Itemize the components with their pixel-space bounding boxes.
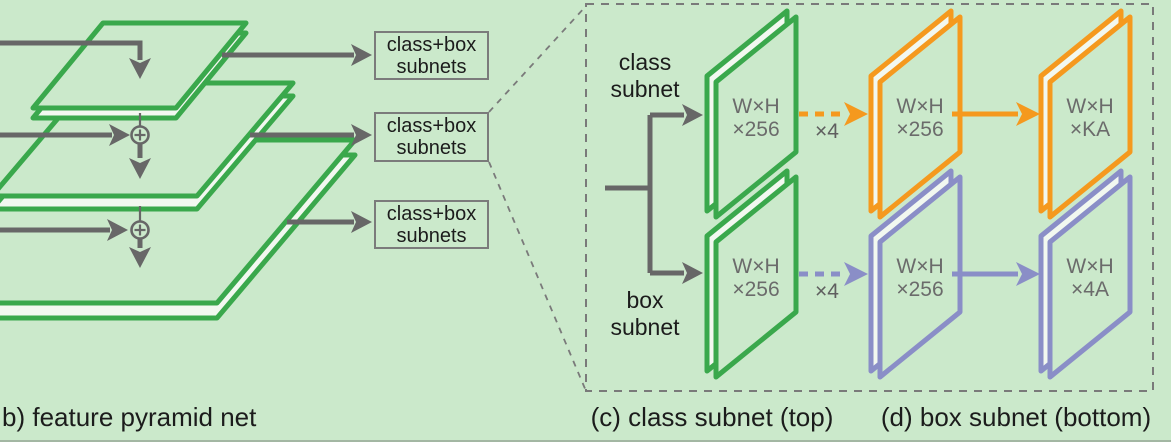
class-conv-feature-line2: ×256 bbox=[732, 118, 780, 141]
subnet-box-2-line1: class+box bbox=[386, 115, 477, 137]
box-conv-feature-label: W×H ×256 bbox=[696, 255, 816, 301]
box-conv-sheet bbox=[704, 168, 799, 380]
box-conv-sheet-face bbox=[713, 174, 799, 380]
subnet-box-3-line1: class+box bbox=[386, 202, 477, 225]
subnet-box-1-line1: class+box bbox=[386, 33, 477, 56]
class-conv-sheet bbox=[704, 8, 799, 220]
box-mid-sheet-face bbox=[877, 174, 963, 380]
box-arrow-3-head bbox=[351, 211, 372, 233]
class-repeat-label: ×4 bbox=[815, 120, 839, 143]
box-mid-feature-line2: ×256 bbox=[896, 278, 944, 301]
box-out-sheet-face bbox=[1047, 174, 1133, 380]
box-conv-feature-line1: W×H bbox=[732, 255, 780, 278]
class-mid-feature-line2: ×256 bbox=[896, 118, 944, 141]
class-mid-feature-line1: W×H bbox=[896, 95, 944, 118]
bracket-bottom-head bbox=[682, 262, 703, 284]
zoom-connector-bottom bbox=[488, 161, 587, 392]
zoom-connector-top bbox=[488, 5, 587, 113]
slab-to-box-arrows bbox=[222, 44, 372, 233]
zoom-connectors bbox=[488, 3, 1154, 392]
box-conv-feature-line2: ×256 bbox=[732, 278, 780, 301]
class-conv-feature-label: W×H ×256 bbox=[696, 95, 816, 141]
topdown-arrow-1 bbox=[0, 40, 151, 79]
class-conv-sheet-face bbox=[713, 14, 799, 220]
caption-class-subnet: (c) class subnet (top) bbox=[590, 402, 834, 432]
topdown-arrow-1-line bbox=[0, 40, 143, 60]
box-repeat-arrow-head bbox=[844, 262, 868, 286]
class-out-sheet-face bbox=[1047, 14, 1133, 220]
box-mid-feature-line1: W×H bbox=[896, 255, 944, 278]
class-repeat-arrow-head bbox=[844, 102, 868, 126]
class-mid-sheet bbox=[868, 8, 963, 220]
caption-feature-pyramid: b) feature pyramid net bbox=[2, 402, 257, 432]
merge-2-down-head bbox=[129, 247, 151, 268]
subnet-box-3-line2: subnets bbox=[396, 224, 467, 247]
class-subnet-label-line2: subnet bbox=[610, 76, 680, 102]
subnet-box-1: class+box subnets bbox=[374, 31, 489, 80]
class-out-feature-label: W×H ×KA bbox=[1030, 95, 1150, 141]
class-subnet-label-line1: class bbox=[618, 49, 672, 75]
box-arrow-1-head bbox=[351, 44, 372, 66]
class-row-arrows bbox=[799, 102, 1040, 126]
subnet-box-3: class+box subnets bbox=[374, 200, 489, 249]
box-out-feature-line2: ×4A bbox=[1071, 278, 1109, 301]
image-bottom-edge bbox=[0, 440, 1171, 442]
box-subnet-label-line2: subnet bbox=[610, 314, 680, 340]
class-out-arrow-head bbox=[1016, 102, 1040, 126]
box-out-sheet bbox=[1038, 168, 1133, 380]
topdown-arrow-1-head bbox=[129, 58, 151, 79]
box-mid-sheet bbox=[868, 168, 963, 380]
merge-1-down-head bbox=[129, 158, 151, 179]
lateral-merge-2 bbox=[0, 206, 151, 268]
subnet-box-2: class+box subnets bbox=[374, 112, 489, 162]
lateral-arrow-1-head bbox=[109, 124, 130, 146]
subnet-box-2-line2: subnets bbox=[396, 137, 467, 159]
box-row-arrows bbox=[799, 262, 1040, 286]
class-out-feature-line2: ×KA bbox=[1069, 118, 1111, 141]
box-mid-feature-label: W×H ×256 bbox=[860, 255, 980, 301]
box-arrow-2-head bbox=[351, 124, 372, 146]
box-subnet-label-line1: box bbox=[626, 287, 664, 313]
detail-input-bracket bbox=[605, 104, 703, 284]
detail-panel-frame bbox=[585, 3, 1154, 392]
lateral-merge-1 bbox=[0, 113, 151, 179]
box-subnet-label: box subnet bbox=[585, 287, 705, 341]
class-conv-feature-line1: W×H bbox=[732, 95, 780, 118]
class-out-sheet bbox=[1038, 8, 1133, 220]
box-out-feature-line1: W×H bbox=[1066, 255, 1114, 278]
box-repeat-label: ×4 bbox=[815, 280, 839, 303]
caption-box-subnet: (d) box subnet (bottom) bbox=[880, 402, 1152, 432]
box-out-feature-label: W×H ×4A bbox=[1030, 255, 1150, 301]
class-out-feature-line1: W×H bbox=[1066, 95, 1114, 118]
class-mid-feature-label: W×H ×256 bbox=[860, 95, 980, 141]
box-out-arrow-head bbox=[1016, 262, 1040, 286]
subnet-box-1-line2: subnets bbox=[396, 55, 467, 78]
class-mid-sheet-face bbox=[877, 14, 963, 220]
class-subnet-label: class subnet bbox=[585, 49, 705, 103]
lateral-arrow-2-head bbox=[107, 219, 128, 241]
bracket-top-head bbox=[682, 104, 703, 126]
